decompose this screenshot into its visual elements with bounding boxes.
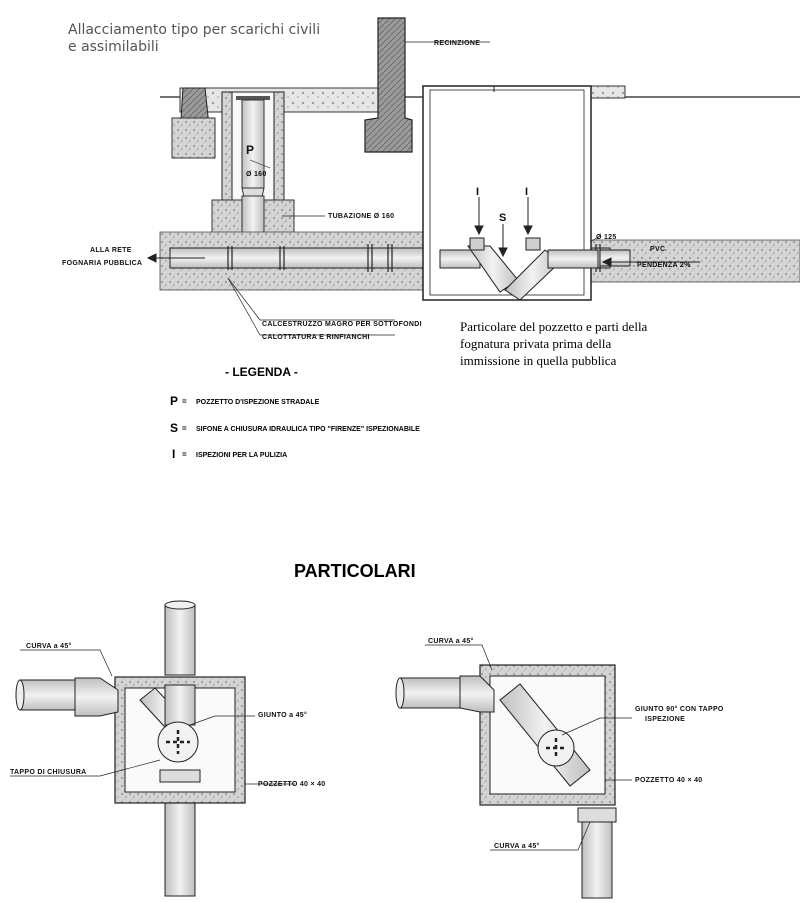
label-recinzione: RECINZIONE xyxy=(434,40,480,47)
detail-left: CURVA a 45° GIUNTO a 45° TAPPO DI CHIUSU… xyxy=(10,600,326,897)
legend-text-s: SIFONE A CHIUSURA IDRAULICA TIPO "FIRENZ… xyxy=(196,426,420,433)
page-title: Allacciamento tipo per scarichi civili e… xyxy=(68,22,320,56)
title-line-1: Allacciamento tipo per scarichi civili xyxy=(68,22,321,38)
note-line-3: immissione in quella pubblica xyxy=(460,353,617,368)
legend-key-i: I xyxy=(172,447,175,461)
legend: - LEGENDA - P = POZZETTO D'ISPEZIONE STR… xyxy=(170,365,420,461)
note-line-2: fognatura privata prima della xyxy=(460,336,612,351)
legend-text-i: ISPEZIONI PER LA PULIZIA xyxy=(196,452,287,459)
label-p-diam: Ø 160 xyxy=(246,171,267,178)
legend-key-p: P xyxy=(170,394,178,408)
pavement-slab xyxy=(179,87,391,113)
label-i-right: I xyxy=(525,186,528,198)
left-label-curva: CURVA a 45° xyxy=(26,642,72,650)
label-p: P xyxy=(246,143,254,157)
section-view: RECINZIONE P Ø 160 TUBAZIONE Ø 160 ALLA … xyxy=(62,17,800,341)
svg-text:=: = xyxy=(182,424,187,433)
right-label-curva-top: CURVA a 45° xyxy=(428,637,474,645)
right-label-curva-bottom: CURVA a 45° xyxy=(494,842,540,850)
left-label-tappo: TAPPO DI CHIUSURA xyxy=(10,769,87,776)
right-label-giunto-1: GIUNTO 90° CON TAPPO xyxy=(635,705,724,713)
title-line-2: e assimilabili xyxy=(68,39,159,55)
svg-text:=: = xyxy=(182,450,187,459)
siphon-s xyxy=(439,237,599,301)
right-label-pozzetto: POZZETTO 40 × 40 xyxy=(635,777,703,784)
label-tubazione: TUBAZIONE Ø 160 xyxy=(328,213,394,220)
left-label-giunto: GIUNTO a 45° xyxy=(258,711,307,719)
details-title: PARTICOLARI xyxy=(294,561,416,581)
legend-key-s: S xyxy=(170,421,178,435)
legend-title: - LEGENDA - xyxy=(225,365,298,379)
label-s: S xyxy=(499,212,507,224)
right-label-giunto-2: ISPEZIONE xyxy=(645,716,685,723)
fence-wall xyxy=(364,17,413,153)
left-label-pozzetto: POZZETTO 40 × 40 xyxy=(258,781,326,788)
label-calcestruzzo-2: CALOTTATURA E RINFIANCHI xyxy=(262,334,370,341)
label-rete-1: ALLA RETE xyxy=(90,247,132,254)
label-pvc: PVC xyxy=(650,246,665,253)
legend-text-p: POZZETTO D'ISPEZIONE STRADALE xyxy=(196,399,320,406)
caption-note: Particolare del pozzetto e parti della f… xyxy=(460,318,647,369)
svg-text:=: = xyxy=(182,397,187,406)
label-rete-2: FOGNARIA PUBBLICA xyxy=(62,260,142,267)
label-d125: Ø 125 xyxy=(596,234,617,241)
note-line-1: Particolare del pozzetto e parti della xyxy=(460,319,648,334)
label-calcestruzzo-1: CALCESTRUZZO MAGRO PER SOTTOFONDI xyxy=(262,321,422,328)
detail-right: CURVA a 45° GIUNTO 90° CON TAPPO ISPEZIO… xyxy=(395,637,724,899)
label-pendenza: PENDENZA 2% xyxy=(637,262,691,269)
label-i-left: I xyxy=(476,186,479,198)
